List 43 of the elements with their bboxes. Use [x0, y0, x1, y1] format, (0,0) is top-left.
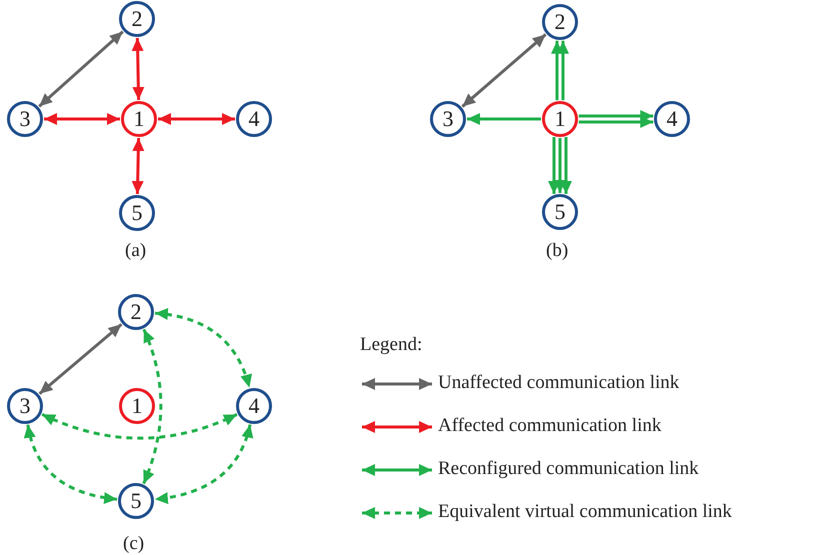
node-circle: 2: [119, 1, 155, 37]
arrow: [554, 138, 566, 193]
double-headed-arrow: [154, 424, 253, 504]
node-circle: 2: [118, 294, 154, 330]
arrow: [578, 110, 654, 122]
arrow: [557, 40, 569, 100]
legend-text: Reconfigured communication link: [438, 458, 699, 480]
node-circle: 4: [236, 388, 272, 424]
legend-title: Legend:: [360, 334, 422, 356]
double-headed-arrow: [132, 138, 144, 194]
double-headed-arrow: [461, 33, 547, 108]
legend-text: Affected communication link: [438, 415, 662, 437]
node-circle: 4: [236, 101, 272, 137]
double-headed-arrow: [24, 424, 118, 504]
panel-caption: (a): [125, 240, 146, 262]
double-headed-arrow: [154, 308, 252, 388]
double-headed-arrow: [158, 113, 235, 125]
legend-text: Equivalent virtual communication link: [438, 501, 732, 523]
node-circle: 3: [430, 101, 466, 137]
node-circle: 5: [542, 194, 578, 230]
arrow: [578, 116, 654, 128]
double-headed-arrow: [41, 412, 238, 440]
node-circle: 2: [542, 4, 578, 40]
double-headed-arrow: [38, 323, 122, 395]
node-circle: 1: [121, 101, 157, 137]
node-circle: 1: [542, 101, 578, 137]
node-circle: 4: [654, 101, 690, 137]
panel-caption: (c): [123, 533, 144, 555]
node-circle: 5: [118, 483, 154, 519]
double-headed-arrow: [142, 328, 162, 484]
arrow: [548, 137, 560, 194]
node-circle: 1: [119, 388, 155, 424]
arrow: [551, 40, 563, 100]
double-headed-arrow: [132, 38, 144, 100]
arrow: [560, 137, 572, 194]
node-circle: 3: [7, 101, 43, 137]
node-circle: 5: [119, 195, 155, 231]
double-headed-arrow: [38, 30, 124, 108]
panel-caption: (b): [546, 240, 568, 262]
legend-text: Unaffected communication link: [438, 372, 680, 394]
node-circle: 3: [7, 388, 43, 424]
double-headed-arrow: [44, 113, 120, 125]
arrow: [467, 113, 541, 125]
